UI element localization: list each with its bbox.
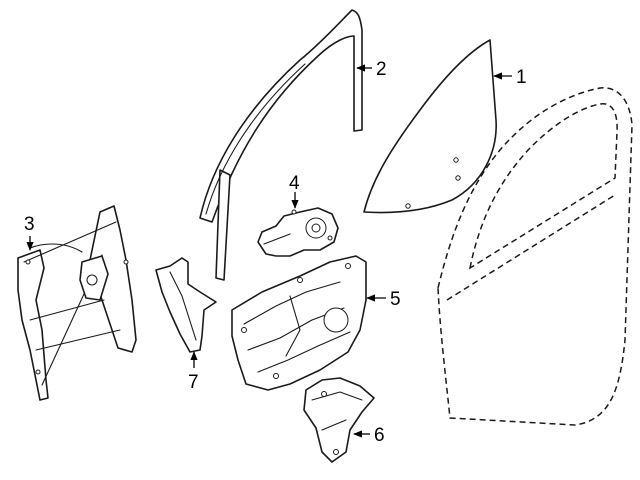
window-motor-part <box>257 207 339 257</box>
door-shell-outline <box>437 87 633 426</box>
window-regulator-part <box>17 205 137 401</box>
callout-5: 5 <box>390 289 401 310</box>
shield-bracket-part <box>155 257 217 353</box>
callout-1: 1 <box>516 67 527 88</box>
door-glass-part <box>363 39 497 214</box>
callout-4: 4 <box>289 173 300 194</box>
module-panel-part <box>231 255 367 391</box>
glass-run-channel-part <box>199 9 363 281</box>
callout-7: 7 <box>188 372 199 393</box>
leader-lines <box>26 64 512 438</box>
callout-labels: 1 2 3 4 5 6 7 <box>24 59 527 446</box>
callout-6: 6 <box>374 425 385 446</box>
callout-3: 3 <box>24 214 35 235</box>
lock-bracket-part <box>303 377 375 463</box>
callout-2: 2 <box>376 59 387 80</box>
